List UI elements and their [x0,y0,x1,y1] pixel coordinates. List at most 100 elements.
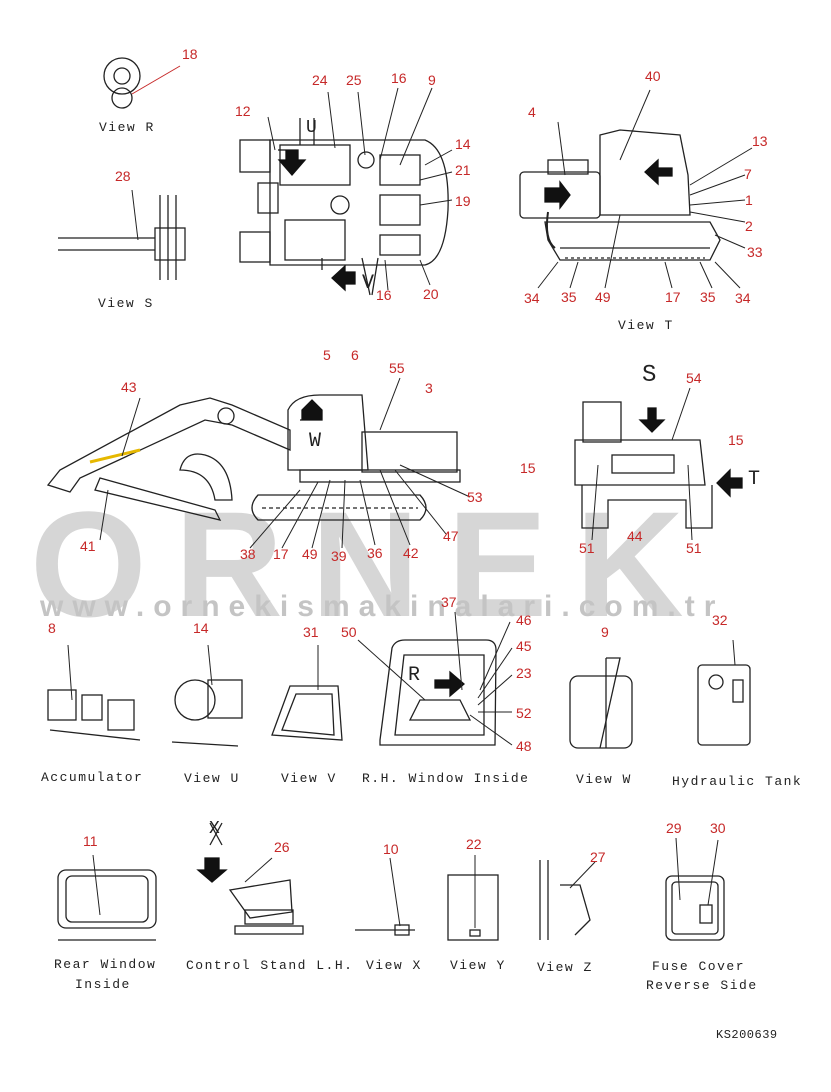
callout-35: 35 [561,289,577,305]
callout-32: 32 [712,612,728,628]
callout-14b: 14 [193,620,209,636]
view-x-label: View X [366,958,422,973]
letter-v: V [362,272,376,295]
callout-14: 14 [455,136,471,152]
callout-37: 37 [441,594,457,610]
view-v-drawing [271,645,343,741]
callout-51: 51 [579,540,595,556]
callout-36: 36 [367,545,383,561]
callout-49: 49 [595,289,611,305]
callout-9: 9 [428,72,436,88]
callout-41: 41 [80,538,96,554]
view-s-drawing [58,189,186,280]
view-w-drawing [569,657,633,749]
callout-45: 45 [516,638,532,654]
letter-x: X [209,819,222,839]
callout-46: 46 [516,612,532,628]
callout-2: 2 [745,218,753,234]
callout-26: 26 [274,839,290,855]
callout-55: 55 [389,360,405,376]
view-s-label: View S [98,296,154,311]
callout-53: 53 [467,489,483,505]
callout-9b: 9 [601,624,609,640]
callout-7: 7 [744,166,752,182]
callout-6: 6 [351,347,359,363]
view-t-label: View T [618,318,674,333]
callout-13: 13 [752,133,768,149]
watermark-url: www.ornekismakinalari.com.tr [40,590,725,623]
view-r-drawing [103,57,181,109]
rear-window-label-line1: Rear Window [54,957,157,972]
callout-40: 40 [645,68,661,84]
callout-33: 33 [747,244,763,260]
callout-4: 4 [528,104,536,120]
excavator-drawing [46,377,471,549]
callout-23: 23 [516,665,532,681]
callout-16: 16 [391,70,407,86]
callout-17b: 17 [273,546,289,562]
callout-24: 24 [312,72,328,88]
hydraulic-tank-label: Hydraulic Tank [672,774,803,789]
letter-r: R [408,664,422,687]
callout-31: 31 [303,624,319,640]
callout-48: 48 [516,738,532,754]
callout-15: 15 [728,432,744,448]
letter-s: S [642,362,658,389]
callout-5: 5 [323,347,331,363]
view-y-label: View Y [450,958,506,973]
view-z-drawing [539,860,596,940]
control-stand-drawing [196,822,304,935]
callout-30: 30 [710,820,726,836]
callout-19: 19 [455,193,471,209]
rear-view-drawing [574,387,743,541]
view-t-drawing [519,89,753,289]
letter-w: W [309,430,323,453]
callout-27: 27 [590,849,606,865]
view-x-drawing [355,857,415,936]
callout-50: 50 [341,624,357,640]
callout-35b: 35 [700,289,716,305]
callout-20: 20 [423,286,439,302]
accumulator-label: Accumulator [41,770,144,785]
callout-42: 42 [403,545,419,561]
rear-window-label-line2: Inside [75,977,131,992]
top-view-drawing [239,87,453,296]
letter-t: T [748,468,762,491]
callout-34: 34 [524,290,540,306]
callout-25: 25 [346,72,362,88]
fuse-cover-label-line1: Fuse Cover [652,959,746,974]
fuse-cover-label-line2: Reverse Side [646,978,758,993]
drawing-code: KS200639 [716,1028,778,1042]
view-v-label: View V [281,771,337,786]
callout-49b: 49 [302,546,318,562]
callout-38: 38 [240,546,256,562]
rh-window-label: R.H. Window Inside [362,771,530,786]
callout-28: 28 [115,168,131,184]
rear-window-drawing [57,854,157,941]
callout-11: 11 [83,833,98,849]
callout-52: 52 [516,705,532,721]
view-u-label: View U [184,771,240,786]
callout-21: 21 [455,162,471,178]
view-r-label: View R [99,120,155,135]
callout-12: 12 [235,103,251,119]
callout-3: 3 [425,380,433,396]
callout-15b: 15 [520,460,536,476]
rh-window-drawing [357,611,513,746]
view-y-drawing [447,855,499,941]
letter-u: U [306,118,319,138]
control-stand-label: Control Stand L.H. [186,958,354,973]
callout-34b: 34 [735,290,751,306]
callout-54: 54 [686,370,702,386]
callout-22: 22 [466,836,482,852]
callout-1: 1 [745,192,753,208]
callout-10: 10 [383,841,399,857]
callout-8: 8 [48,620,56,636]
callout-43: 43 [121,379,137,395]
callout-18: 18 [182,46,198,62]
callout-47: 47 [443,528,459,544]
view-z-label: View Z [537,960,593,975]
callout-39: 39 [331,548,347,564]
